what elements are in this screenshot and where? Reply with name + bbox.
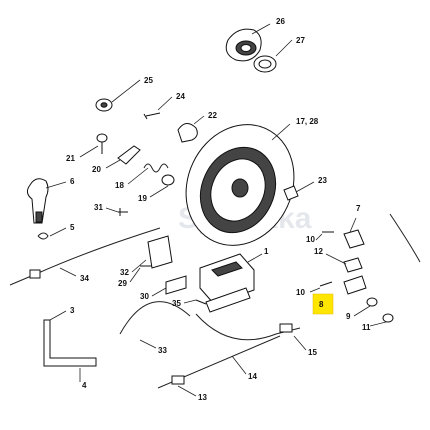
callout-9[interactable]: 9 xyxy=(346,312,351,321)
part-12 xyxy=(343,257,363,273)
highlight-box xyxy=(312,293,334,315)
part-nut-25 xyxy=(95,98,113,112)
part-cable-15 xyxy=(195,313,301,341)
callout-26[interactable]: 26 xyxy=(276,17,285,26)
callout-13[interactable]: 13 xyxy=(198,393,207,402)
part-cable-15-connector xyxy=(279,323,293,333)
part-8 xyxy=(343,275,367,295)
callout-3[interactable]: 3 xyxy=(70,306,75,315)
callout-34[interactable]: 34 xyxy=(80,274,89,283)
part-switch-7 xyxy=(343,229,365,249)
callout-22[interactable]: 22 xyxy=(208,111,217,120)
part-pipe-3-4 xyxy=(43,319,97,367)
callout-35[interactable]: 35 xyxy=(172,299,181,308)
callout-7[interactable]: 7 xyxy=(356,204,361,213)
callout-5[interactable]: 5 xyxy=(70,223,75,232)
part-ignition-coil xyxy=(199,253,255,313)
part-screw-35 xyxy=(195,299,207,305)
part-washer-27 xyxy=(253,55,277,73)
part-wire-33 xyxy=(119,301,191,335)
callout-33[interactable]: 33 xyxy=(158,346,167,355)
part-bracket-20 xyxy=(117,145,141,165)
callout-10-lower[interactable]: 10 xyxy=(296,288,305,297)
part-flywheel xyxy=(185,124,295,246)
callout-24[interactable]: 24 xyxy=(176,92,185,101)
part-wire-right xyxy=(389,213,421,263)
part-module-32 xyxy=(147,235,173,269)
part-spring-18 xyxy=(143,163,169,173)
callout-11[interactable]: 11 xyxy=(362,323,371,332)
callout-14[interactable]: 14 xyxy=(248,372,257,381)
part-11 xyxy=(382,313,394,323)
part-bracket-30 xyxy=(165,275,187,295)
callout-6[interactable]: 6 xyxy=(70,177,75,186)
callout-4[interactable]: 4 xyxy=(82,381,87,390)
part-screw-21 xyxy=(96,133,108,154)
callout-32[interactable]: 32 xyxy=(120,268,129,277)
part-cable-34 xyxy=(9,227,161,286)
part-plug-boot-6 xyxy=(26,178,49,224)
callout-17-28[interactable]: 17, 28 xyxy=(296,117,319,126)
callout-15[interactable]: 15 xyxy=(308,348,317,357)
part-screw-31 xyxy=(118,208,128,216)
callout-19[interactable]: 19 xyxy=(138,194,147,203)
callout-8[interactable]: 8 xyxy=(319,300,324,309)
part-washer-19 xyxy=(161,174,175,186)
part-screw-10b xyxy=(319,281,333,287)
callout-31[interactable]: 31 xyxy=(94,203,103,212)
part-clip-22 xyxy=(177,123,198,143)
callout-20[interactable]: 20 xyxy=(92,165,101,174)
callout-25[interactable]: 25 xyxy=(144,76,153,85)
part-starter-pulley xyxy=(225,28,262,62)
callout-30[interactable]: 30 xyxy=(140,292,149,301)
leader-lines xyxy=(45,23,387,397)
part-23 xyxy=(283,185,299,201)
callout-23[interactable]: 23 xyxy=(318,176,327,185)
callout-29[interactable]: 29 xyxy=(118,279,127,288)
callout-12[interactable]: 12 xyxy=(314,247,323,256)
part-connector-13 xyxy=(171,375,185,385)
part-clip-5 xyxy=(37,232,49,240)
callout-27[interactable]: 27 xyxy=(296,36,305,45)
part-9 xyxy=(366,297,378,307)
callout-18[interactable]: 18 xyxy=(115,181,124,190)
part-screw-24 xyxy=(143,112,161,120)
callout-labels: 26 27 25 24 22 17, 28 21 20 6 18 19 23 3… xyxy=(66,17,371,402)
callout-1[interactable]: 1 xyxy=(264,247,269,256)
part-cable-34-connector xyxy=(29,269,41,279)
callout-10-upper[interactable]: 10 xyxy=(306,235,315,244)
callout-21[interactable]: 21 xyxy=(66,154,75,163)
